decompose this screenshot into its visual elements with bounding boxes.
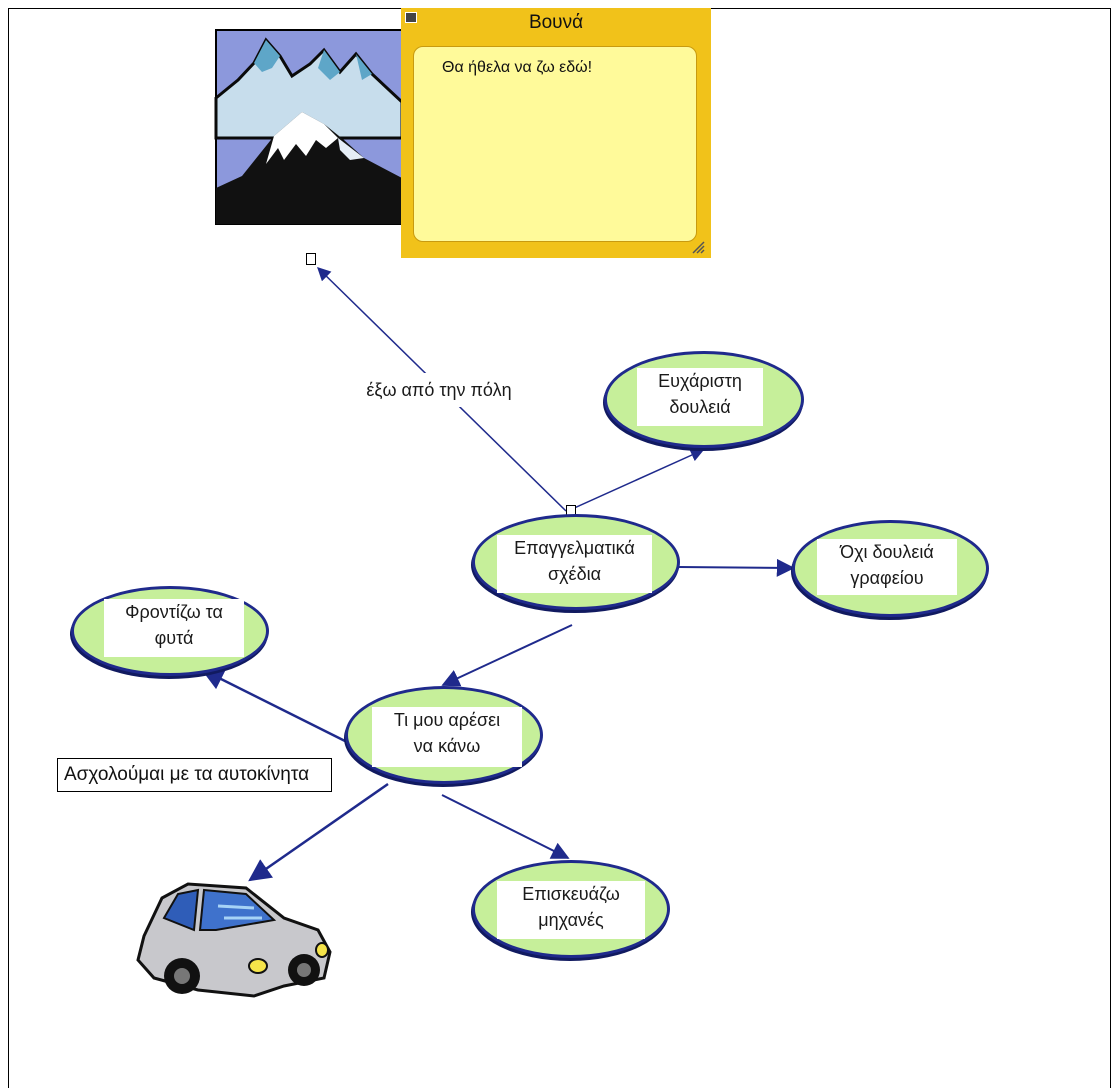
link-career-to-pleasant-job bbox=[571, 448, 705, 510]
note-text: Θα ήθελα να ζω εδώ! bbox=[442, 59, 593, 76]
node-repair-machines[interactable]: Επισκευάζω μηχανές bbox=[472, 860, 670, 958]
node-label: Φροντίζω τα φυτά bbox=[104, 599, 244, 657]
car-clipart-icon bbox=[136, 882, 332, 998]
node-label: Επισκευάζω μηχανές bbox=[497, 881, 645, 939]
node-pleasant-job[interactable]: Ευχάριστη δουλειά bbox=[604, 351, 804, 448]
link-what-i-like-to-repair bbox=[441, 794, 570, 859]
node-label: Όχι δουλειά γραφείου bbox=[817, 539, 957, 595]
sticky-note[interactable]: Βουνά Θα ήθελα να ζω εδώ! bbox=[401, 8, 711, 258]
link-label-outside-city[interactable]: έξω από την πόλη bbox=[330, 373, 548, 407]
note-menu-icon[interactable] bbox=[405, 12, 417, 23]
node-label: Επαγγελματικά σχέδια bbox=[497, 535, 652, 593]
node-label: Τι μου αρέσει να κάνω bbox=[372, 707, 522, 767]
connector-handle[interactable] bbox=[306, 253, 316, 265]
node-no-office-job[interactable]: Όχι δουλειά γραφείου bbox=[792, 520, 989, 617]
note-title: Βουνά bbox=[528, 12, 584, 33]
node-label: Ευχάριστη δουλειά bbox=[637, 368, 763, 426]
link-what-i-like-to-plants bbox=[200, 668, 346, 743]
link-career-to-no-office bbox=[677, 558, 795, 577]
car-caption[interactable]: Ασχολούμαι με τα αυτοκίνητα bbox=[57, 758, 332, 792]
link-career-to-what-i-like bbox=[441, 624, 573, 687]
link-what-i-like-to-car bbox=[248, 782, 389, 882]
note-body[interactable]: Θα ήθελα να ζω εδώ! bbox=[413, 46, 697, 242]
mountains-clipart-icon bbox=[214, 29, 404, 225]
node-plants[interactable]: Φροντίζω τα φυτά bbox=[71, 586, 269, 676]
node-career-plans[interactable]: Επαγγελματικά σχέδια bbox=[472, 514, 680, 610]
resize-grip-icon[interactable] bbox=[691, 240, 705, 254]
node-what-i-like[interactable]: Τι μου αρέσει να κάνω bbox=[345, 686, 543, 784]
